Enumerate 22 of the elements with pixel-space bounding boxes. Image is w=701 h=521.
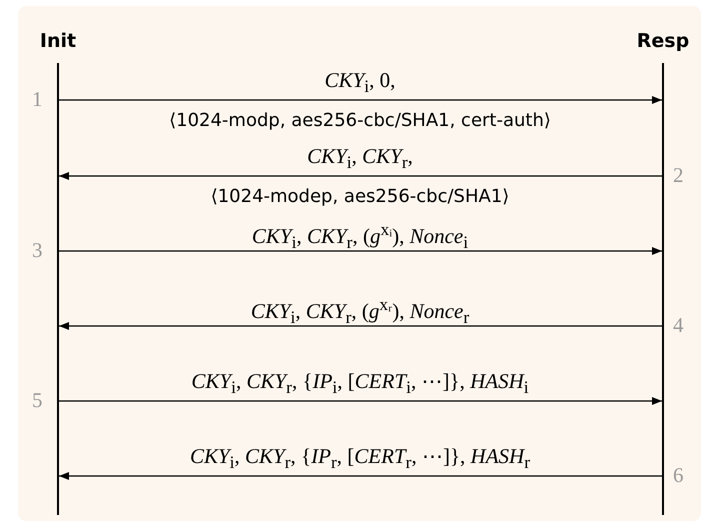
message-arrow <box>59 472 662 480</box>
message-label: CKY$_{i}$, CKY$_{r}$, (g$^{xᵣ}$), Nonce$_{r}$ <box>250 294 470 328</box>
step-number: 5 <box>32 388 42 413</box>
step-number: 1 <box>32 87 42 112</box>
message-label: CKY$_{i}$, 0, <box>324 68 396 98</box>
message-arrow <box>59 96 662 104</box>
participant-label: Init <box>38 30 78 52</box>
message-arrow <box>59 172 662 180</box>
message-label: CKY$_{i}$, CKY$_{r}$, {IP$_{i}$, [CERT$_{i}$, ⋯]}, HASH$_{i}$ <box>190 369 530 398</box>
message-arrow <box>59 322 662 330</box>
participant-label: Resp <box>636 30 690 52</box>
step-number: 2 <box>673 163 684 188</box>
message-arrow <box>59 247 662 255</box>
message-label: CKY$_{i}$, CKY$_{r}$, <box>306 144 414 174</box>
step-number: 4 <box>673 313 684 338</box>
message-parameters: ⟨1024-modp, aes256-cbc/SHA1, cert-auth⟩ <box>168 110 552 131</box>
message-label: CKY$_{i}$, CKY$_{r}$, {IP$_{r}$, [CERT$_{r}$, ⋯]}, HASH$_{r}$ <box>188 444 532 474</box>
step-number: 3 <box>32 238 42 263</box>
message-label: CKY$_{i}$, CKY$_{r}$, (g$^{xᵢ}$), Nonce$_{i}$ <box>250 219 470 254</box>
message-arrow <box>59 397 662 405</box>
step-number: 6 <box>673 463 684 488</box>
message-parameters: ⟨1024-modep, aes256-cbc/SHA1⟩ <box>210 186 510 207</box>
